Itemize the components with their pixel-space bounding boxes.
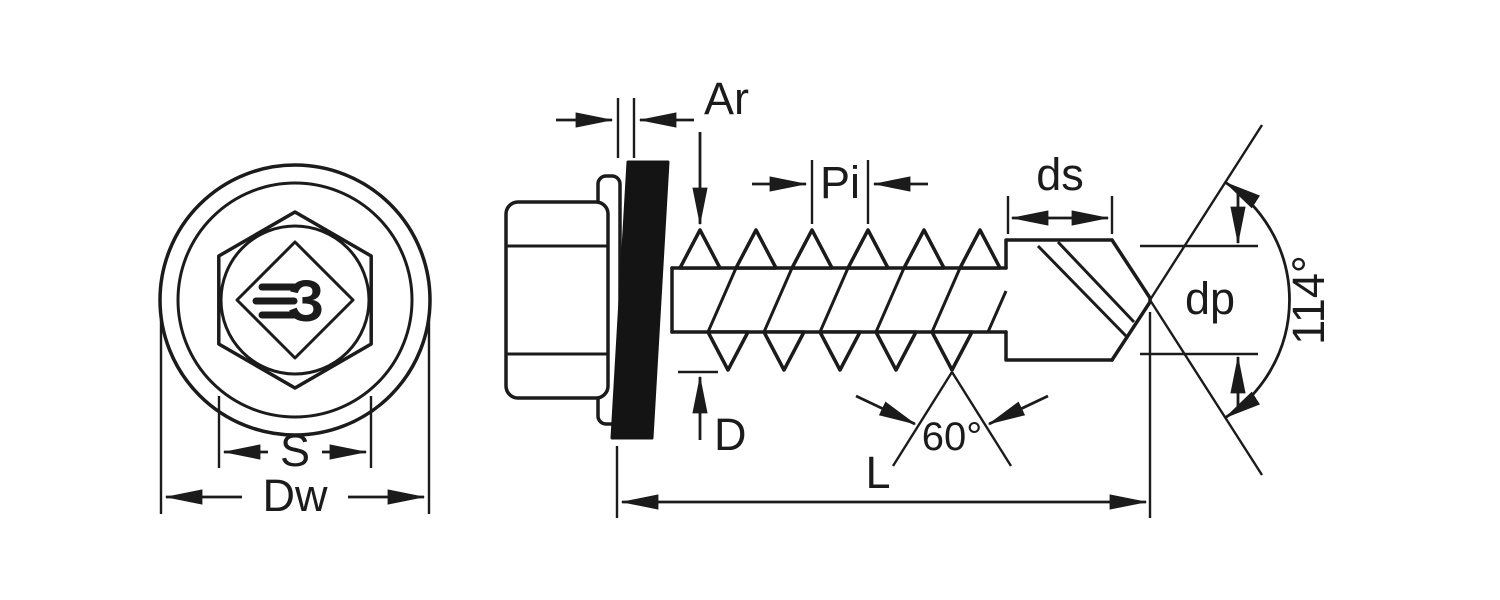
pilot-shank-top: [1004, 238, 1114, 270]
label-point-angle: 114°: [1283, 255, 1334, 345]
label-l: L: [865, 447, 890, 498]
thread-tooth: [874, 330, 918, 372]
dimension-ds: ds: [1006, 149, 1114, 234]
label-thread-angle: 60°: [922, 415, 983, 459]
thread: [670, 228, 1008, 372]
label-ar: Ar: [704, 73, 749, 124]
label-dw: Dw: [263, 470, 328, 521]
thread-angle-line-right: [950, 371, 1013, 467]
helix-line: [986, 290, 1008, 333]
side-view: Ar D Pi ds: [504, 73, 1334, 518]
helix-line: [818, 267, 850, 333]
dimension-dw: Dw: [159, 320, 431, 521]
thread-angle-arrow-left: [855, 394, 917, 426]
brand-letter: З: [288, 269, 324, 334]
thread-tooth: [958, 228, 1002, 270]
thread-tooth: [790, 228, 834, 270]
helix-line: [706, 267, 738, 333]
dimension-l: L: [615, 312, 1152, 518]
dimension-s: S: [217, 396, 373, 476]
point-angle-arc: [1223, 181, 1291, 419]
washer-outer-circle: [158, 163, 432, 437]
thread-tooth: [846, 228, 890, 270]
thread-tooth: [818, 330, 862, 372]
point-angle-line-lower: [1148, 299, 1264, 476]
drill-point: [1004, 238, 1152, 362]
pilot-shank-bottom: [1004, 330, 1114, 362]
dimension-thread-angle: 60°: [855, 371, 1049, 467]
helix-line: [930, 267, 962, 333]
label-dp: dp: [1185, 273, 1235, 324]
washer-inner-circle: [176, 181, 414, 419]
thread-tooth: [734, 228, 778, 270]
flute-line-2: [1056, 240, 1136, 324]
front-view: З S Dw: [158, 163, 432, 521]
epdm-washer: [610, 160, 670, 440]
dimension-ar: Ar: [556, 73, 749, 158]
hex-head-front: [217, 210, 373, 390]
thread-teeth-top: [678, 228, 1002, 270]
dimension-d: D: [678, 132, 747, 460]
hex-head-outline: [504, 200, 610, 400]
thread-tooth: [930, 330, 974, 372]
thread-tooth: [706, 330, 750, 372]
label-s: S: [280, 425, 310, 476]
drill-tip-outline: [1110, 238, 1152, 362]
thread-angle-arrow-right: [987, 394, 1049, 426]
flute-line-1: [1036, 244, 1128, 338]
dimension-pi: Pi: [752, 157, 928, 224]
thread-helix-lines: [706, 267, 1008, 333]
label-ds: ds: [1036, 149, 1084, 200]
point-angle-line-upper: [1148, 124, 1264, 301]
helix-line: [762, 267, 794, 333]
thread-teeth-bottom: [706, 330, 974, 372]
brand-mark: З: [235, 240, 355, 360]
thread-tooth: [678, 228, 722, 270]
label-pi: Pi: [820, 157, 860, 208]
thread-angle-line-left: [891, 371, 954, 467]
head-boss-circle: [219, 224, 371, 376]
dimension-point-angle: 114°: [1148, 124, 1334, 476]
brand-diamond: [235, 240, 355, 360]
label-d: D: [714, 409, 747, 460]
thread-tooth: [902, 228, 946, 270]
hex-head-side: [504, 200, 610, 400]
helix-line: [874, 267, 906, 333]
thread-tooth: [762, 330, 806, 372]
